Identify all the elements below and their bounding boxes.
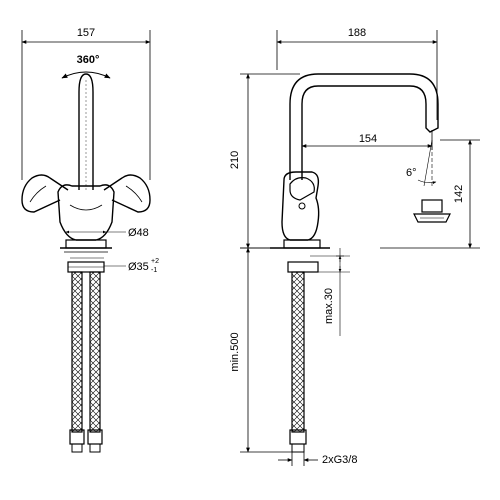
max-thickness-label: max.30	[323, 288, 335, 324]
hole-tolerance-plus: +2	[151, 258, 159, 265]
connection-label: 2xG3/8	[322, 454, 357, 466]
hose-length-label: min.500	[229, 332, 241, 371]
left-handle	[21, 174, 69, 213]
dim-210	[240, 73, 300, 249]
dim-500	[240, 247, 292, 453]
side-width-label: 188	[348, 27, 366, 39]
dim-connection	[278, 452, 318, 466]
front-base	[65, 239, 107, 249]
front-hoses	[69, 271, 103, 453]
front-view: 157 360° Ø48 Ø35 +2 -1	[21, 27, 159, 453]
side-handle	[289, 177, 315, 201]
front-spout	[78, 73, 94, 190]
side-view: 188 210 154 6° 142	[229, 27, 480, 466]
spout-height-label: 142	[453, 185, 465, 203]
swivel-arrow	[61, 71, 111, 79]
angle-label: 6°	[406, 167, 417, 179]
side-height-label: 210	[229, 151, 241, 169]
front-width-label: 157	[77, 27, 95, 39]
hole-diameter-label: Ø35	[128, 261, 149, 273]
reach-label: 154	[359, 133, 377, 145]
side-body	[281, 171, 320, 241]
hole-tolerance-minus: -1	[151, 267, 157, 274]
base-diameter-label: Ø48	[128, 227, 149, 239]
dim-157	[21, 30, 151, 180]
side-spout	[289, 73, 439, 180]
right-handle	[103, 174, 151, 213]
side-hose	[289, 271, 307, 453]
dim-142	[380, 139, 480, 249]
dim-188	[276, 30, 438, 120]
front-body	[57, 184, 115, 241]
swivel-label: 360°	[77, 54, 100, 66]
aerator-detail	[413, 199, 451, 223]
